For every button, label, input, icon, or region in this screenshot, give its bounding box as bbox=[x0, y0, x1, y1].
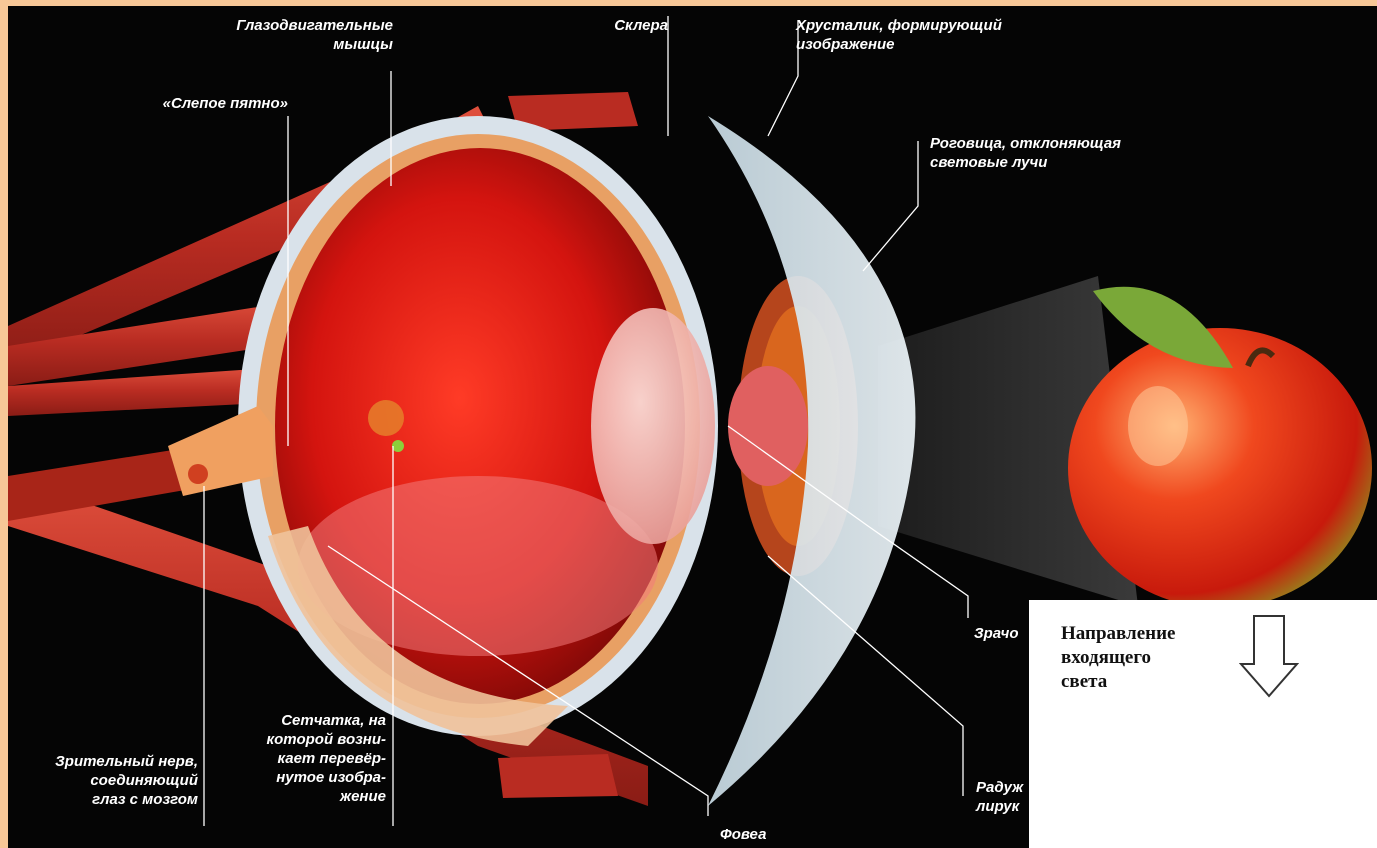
label-blind-spot: «Слепое пятно» bbox=[118, 94, 288, 113]
blind-spot bbox=[368, 400, 404, 436]
label-optic-nerve: Зрительный нерв, соединяющий глаз с мозг… bbox=[8, 752, 198, 809]
label-muscles: Глазодвигательные мышцы bbox=[193, 16, 393, 54]
inset-caption: Направление входящего света bbox=[1061, 622, 1175, 694]
label-retina: Сетчатка, на которой возни- кает перевёр… bbox=[228, 711, 386, 806]
fovea-spot bbox=[392, 440, 404, 452]
label-fovea: Фовеа bbox=[720, 825, 820, 844]
pupil bbox=[728, 366, 808, 486]
label-cornea: Роговица, отклоняющая световые лучи bbox=[930, 134, 1190, 172]
down-arrow-icon bbox=[1239, 614, 1299, 698]
label-iris: Радуж лирук bbox=[976, 778, 1036, 816]
label-lens: Хрусталик, формирующий изображение bbox=[796, 16, 1076, 54]
apple-illustration bbox=[1068, 287, 1372, 608]
label-sclera: Склера bbox=[558, 16, 668, 35]
lens bbox=[591, 308, 715, 544]
incoming-light-inset: Направление входящего света bbox=[1029, 600, 1377, 848]
